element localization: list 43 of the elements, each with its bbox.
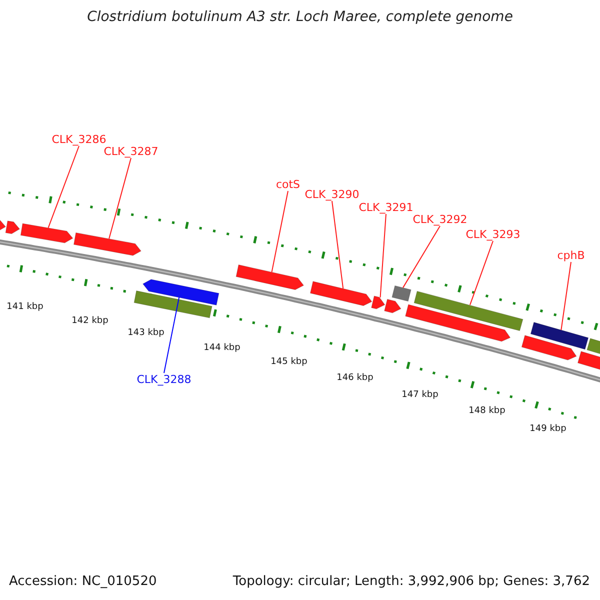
gene-feature xyxy=(73,232,142,256)
gene-feature xyxy=(371,296,386,310)
gene-feature xyxy=(414,290,524,332)
gene-feature xyxy=(0,218,6,232)
leader-line xyxy=(380,214,386,298)
scale-label: 147 kbp xyxy=(402,390,438,400)
gene-label: CLK_3291 xyxy=(358,201,414,214)
scale-label: 143 kbp xyxy=(128,328,164,338)
gene-label: CLK_3287 xyxy=(104,145,158,158)
scale-label: 142 kbp xyxy=(72,316,108,326)
scale-label: 146 kbp xyxy=(336,373,374,383)
accession-text: Accession: NC_010520 xyxy=(9,574,157,589)
gene-label: CLK_3288 xyxy=(136,373,192,386)
gene-feature xyxy=(236,264,304,290)
gene-feature xyxy=(142,279,220,306)
gene-feature xyxy=(384,298,402,314)
gene-label: CLK_3292 xyxy=(412,213,468,226)
gene-label: CLK_3286 xyxy=(52,133,106,146)
gene-feature xyxy=(134,290,212,318)
gene-feature xyxy=(530,322,589,350)
leader-line xyxy=(164,296,180,374)
leader-line xyxy=(402,226,440,288)
genome-summary-text: Topology: circular; Length: 3,992,906 bp; Genes: 3,762 xyxy=(232,574,590,589)
gene-label: CLK_3293 xyxy=(466,228,520,241)
gene-feature xyxy=(392,285,412,302)
gene-feature xyxy=(310,281,372,306)
leader-line xyxy=(469,240,494,306)
scale-label: 148 kbp xyxy=(468,406,506,416)
gene-feature xyxy=(405,304,511,342)
diagram-title: Clostridium botulinum A3 str. Loch Maree, complete genome xyxy=(87,9,513,25)
leader-line xyxy=(108,158,132,240)
leader-line xyxy=(48,146,80,228)
scale-label: 144 kbp xyxy=(204,343,240,353)
leader-line xyxy=(332,200,344,289)
scale-label: 141 kbp xyxy=(6,302,44,312)
scale-label: 145 kbp xyxy=(270,357,308,367)
scale-label: 149 kbp xyxy=(530,424,566,434)
gene-label: cotS xyxy=(276,178,300,191)
gene-label: cphB xyxy=(557,249,585,262)
gene-label: CLK_3290 xyxy=(304,188,360,201)
leader-line xyxy=(560,262,572,330)
gene-feature xyxy=(521,335,577,360)
leader-line xyxy=(271,190,288,273)
